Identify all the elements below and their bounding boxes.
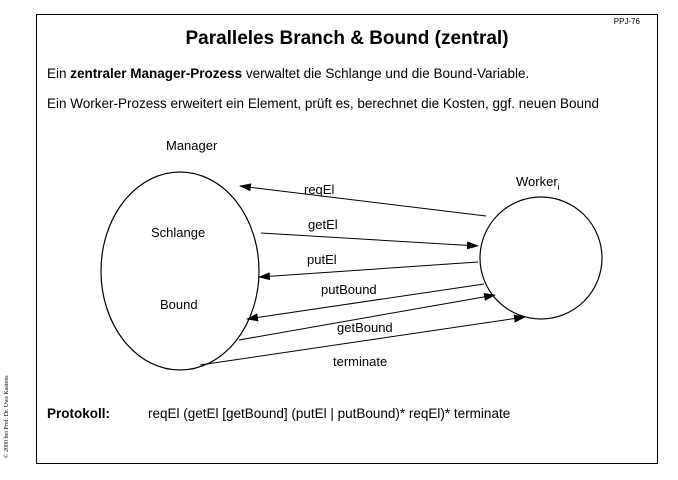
manager-queue-label: Schlange: [151, 225, 205, 240]
manager-bound-label: Bound: [160, 297, 198, 312]
protocol-label-colon: :: [105, 406, 111, 421]
message-arrow-putel: [258, 261, 479, 281]
message-arrow-terminate: [199, 314, 526, 366]
message-label-reqel: reqEl: [304, 182, 334, 197]
worker-process-circle: [479, 196, 603, 320]
message-arrow-getbound: [238, 292, 496, 341]
worker-label-name: Worker: [516, 174, 558, 189]
intro-line-manager-pre: Ein: [47, 66, 71, 81]
intro-line-worker: Ein Worker-Prozess erweitert ein Element…: [47, 96, 600, 111]
manager-label: Manager: [166, 138, 218, 153]
copyright-notice: © 2000 bei Prof. Dr. Uwe Kastens: [4, 375, 10, 458]
intro-line-manager-post: verwaltet die Schlange und die Bound-Var…: [242, 66, 530, 81]
message-arrow-reqel: [239, 183, 487, 217]
page-id: PPJ-76: [613, 17, 640, 26]
message-label-putbound: putBound: [321, 282, 377, 297]
message-label-getel: getEl: [308, 217, 338, 232]
intro-line-manager-bold: zentraler Manager-Prozess: [70, 66, 243, 81]
message-arrow-putbound: [246, 283, 485, 322]
protocol-text: reqEl (getEl [getBound] (putEl | putBoun…: [148, 406, 511, 421]
message-label-putel: putEl: [307, 252, 337, 267]
slide-frame: [36, 14, 658, 464]
worker-label-subscript: i: [558, 182, 560, 192]
intro-line-manager: Ein zentraler Manager-Prozess verwaltet …: [47, 66, 529, 81]
slide-title: Paralleles Branch & Bound (zentral): [185, 28, 509, 49]
message-label-getbound: getBound: [337, 320, 393, 335]
protocol-label: Protokoll:: [47, 406, 110, 421]
worker-label: Workeri: [516, 174, 560, 192]
manager-process-ellipse: [100, 171, 260, 371]
message-arrow-getel: [260, 232, 479, 250]
message-label-terminate: terminate: [333, 354, 387, 369]
protocol-label-word: Protokoll: [47, 406, 106, 421]
